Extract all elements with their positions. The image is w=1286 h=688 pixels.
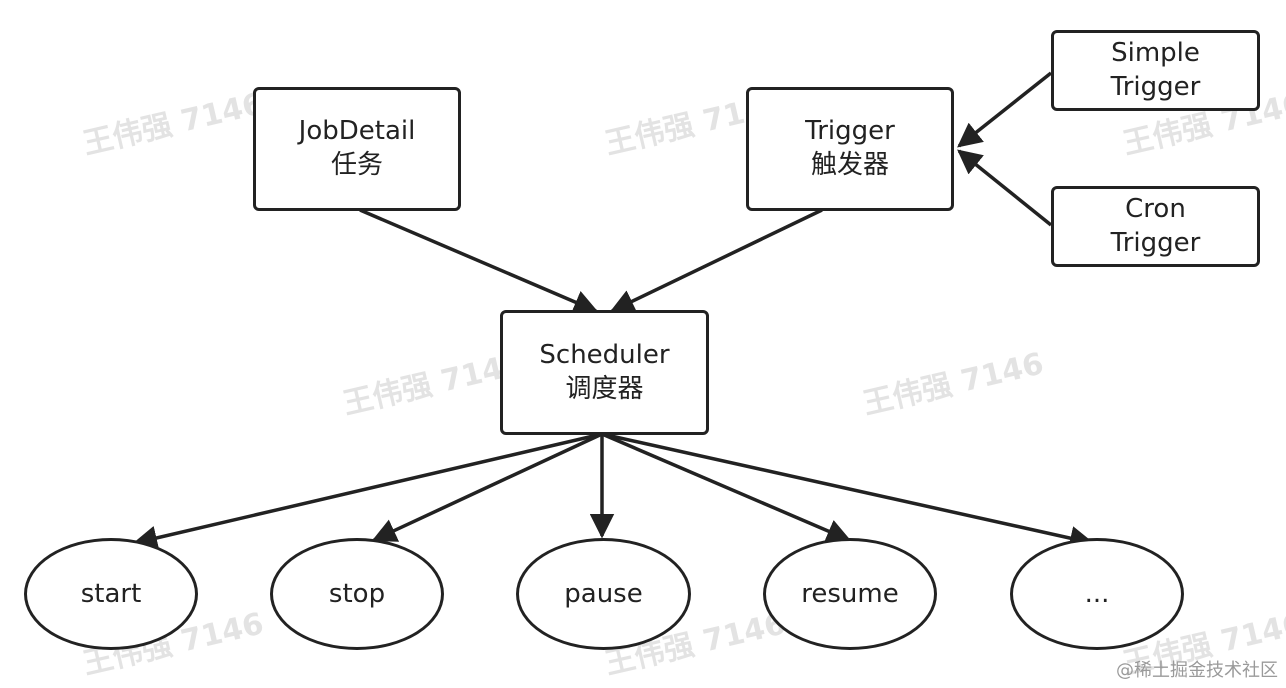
resume-label: resume xyxy=(801,579,899,609)
start-node: start xyxy=(24,538,198,650)
start-label: start xyxy=(80,579,142,609)
stop-label: stop xyxy=(328,579,386,609)
simple-trigger-node: Simple Trigger xyxy=(1051,30,1260,111)
edge-scheduler-to-resume xyxy=(601,432,852,543)
edge-scheduler-to-more xyxy=(601,432,1095,551)
edge-cron-to-trigger xyxy=(957,149,1053,227)
scheduler-subtitle: 调度器 xyxy=(565,373,644,404)
simple-trigger-line1: Simple xyxy=(1111,37,1200,68)
source-credit: @稀土掘金技术社区 xyxy=(1116,660,1278,681)
trigger-title: Trigger xyxy=(805,116,895,147)
simple-trigger-line2: Trigger xyxy=(1110,71,1201,102)
edge-jobdetail-to-scheduler xyxy=(359,208,599,314)
scheduler-node: Scheduler 调度器 xyxy=(500,310,709,435)
edge-trigger-to-scheduler xyxy=(609,208,823,313)
edge-scheduler-to-stop xyxy=(371,432,603,542)
scheduler-title: Scheduler xyxy=(539,339,670,370)
jobdetail-subtitle: 任务 xyxy=(330,150,383,180)
more-node: ... xyxy=(1010,538,1184,650)
pause-node: pause xyxy=(516,538,691,650)
edge-scheduler-to-start xyxy=(132,432,603,550)
cron-trigger-line2: Trigger xyxy=(1110,227,1201,258)
resume-node: resume xyxy=(763,538,937,650)
cron-trigger-line1: Cron xyxy=(1125,193,1186,224)
stop-node: stop xyxy=(270,538,444,650)
cron-trigger-node: Cron Trigger xyxy=(1051,186,1260,267)
pause-label: pause xyxy=(564,579,643,609)
jobdetail-node: JobDetail 任务 xyxy=(253,87,461,211)
jobdetail-title: JobDetail xyxy=(298,116,416,147)
more-label: ... xyxy=(1084,579,1110,609)
trigger-node: Trigger 触发器 xyxy=(746,87,954,211)
trigger-subtitle: 触发器 xyxy=(810,150,889,180)
edge-simple-to-trigger xyxy=(957,71,1053,148)
